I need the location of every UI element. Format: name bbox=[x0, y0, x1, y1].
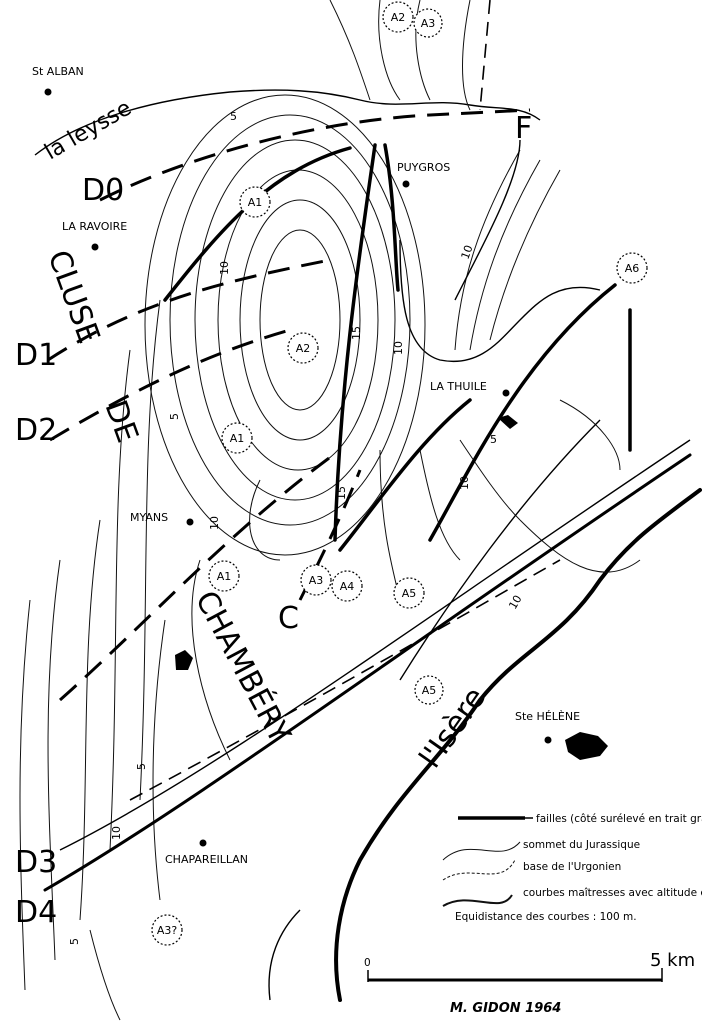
svg-text:5 km: 5 km bbox=[650, 950, 695, 971]
svg-text:5: 5 bbox=[68, 938, 81, 945]
svg-text:A5: A5 bbox=[422, 684, 437, 697]
zone-a6: A6 bbox=[616, 252, 648, 284]
label-de: DE bbox=[97, 396, 144, 447]
zone-a5: A5 bbox=[414, 675, 444, 705]
zone-a1: A1 bbox=[208, 560, 240, 592]
label-d2: D2 bbox=[15, 413, 57, 448]
label-d1: D1 bbox=[15, 338, 57, 373]
svg-text:10: 10 bbox=[392, 341, 405, 355]
svg-text:15: 15 bbox=[335, 486, 348, 500]
label-f: F bbox=[515, 111, 532, 146]
svg-text:A3: A3 bbox=[421, 17, 436, 30]
zone-a1: A1 bbox=[221, 422, 253, 454]
place-la-ravoire: LA RAVOIRE bbox=[62, 220, 127, 233]
svg-text:5: 5 bbox=[230, 110, 237, 123]
legend-jurassic-top: sommet du Jurassique bbox=[523, 839, 640, 851]
label-cluse: CLUSE bbox=[40, 246, 106, 348]
place-chapareillan: CHAPAREILLAN bbox=[165, 853, 248, 866]
label-c: C bbox=[278, 601, 299, 636]
zone-a4: A4 bbox=[331, 570, 363, 602]
svg-text:A1: A1 bbox=[217, 570, 232, 583]
svg-text:5: 5 bbox=[490, 433, 497, 446]
place-myans: MYANS bbox=[130, 511, 168, 524]
svg-text:5: 5 bbox=[135, 763, 148, 770]
svg-text:A5: A5 bbox=[402, 587, 417, 600]
svg-text:A2: A2 bbox=[296, 342, 311, 355]
river-isere bbox=[334, 488, 702, 1002]
zone-a5: A5 bbox=[393, 577, 425, 609]
svg-text:10: 10 bbox=[218, 261, 231, 275]
zone-a3: A3 bbox=[413, 8, 443, 38]
place-la-thuile: LA THUILE bbox=[430, 380, 487, 393]
svg-text:0: 0 bbox=[364, 957, 371, 969]
zone-a3: A3 bbox=[300, 564, 332, 596]
river-leysse bbox=[34, 89, 541, 156]
label-la-leysse: la leysse bbox=[41, 96, 136, 166]
zone-a3q: A3? bbox=[151, 914, 183, 946]
svg-text:A6: A6 bbox=[625, 262, 640, 275]
legend-faults: failles (côté surélevé en trait gras) bbox=[536, 813, 702, 825]
svg-text:A4: A4 bbox=[340, 580, 355, 593]
label-d3: D3 bbox=[15, 845, 57, 880]
svg-text:10: 10 bbox=[459, 243, 476, 261]
legend-master-contours: courbes maîtresses avec altitude en cent… bbox=[523, 887, 702, 899]
svg-text:5: 5 bbox=[168, 413, 181, 420]
svg-text:10: 10 bbox=[506, 593, 524, 612]
legend-urgonian-base: base de l'Urgonien bbox=[523, 861, 621, 873]
place-puygros: PUYGROS bbox=[397, 161, 450, 174]
zone-a1: A1 bbox=[239, 186, 271, 218]
svg-text:10: 10 bbox=[110, 826, 123, 840]
zone-a2: A2 bbox=[382, 1, 414, 33]
zone-a2: A2 bbox=[287, 332, 319, 364]
svg-text:A1: A1 bbox=[248, 196, 263, 209]
river-bank bbox=[268, 909, 301, 1001]
contour-labels: 5 10 15 10 5 10 15 10 5 10 5 10 5 10 bbox=[68, 110, 525, 945]
river-boundary bbox=[399, 239, 601, 363]
svg-text:A3: A3 bbox=[309, 574, 324, 587]
label-d4: D4 bbox=[15, 895, 57, 930]
svg-text:10: 10 bbox=[458, 476, 471, 490]
svg-text:A1: A1 bbox=[230, 432, 245, 445]
legend: failles (côté surélevé en trait gras) so… bbox=[442, 813, 702, 923]
svg-text:A2: A2 bbox=[391, 11, 406, 24]
svg-text:A3?: A3? bbox=[157, 924, 178, 937]
label-d0: D0 bbox=[82, 173, 124, 208]
place-ste-helene: Ste HÉLÈNE bbox=[515, 710, 580, 723]
zone-markers: A1 A2 A3 A2 A1 A1 A3 A4 A5 A6 A5 A3? bbox=[151, 1, 648, 946]
legend-equidistance: Equidistance des courbes : 100 m. bbox=[455, 911, 637, 923]
place-st-alban: St ALBAN bbox=[32, 65, 84, 78]
svg-text:10: 10 bbox=[208, 516, 221, 530]
places: St ALBAN LA RAVOIRE PUYGROS LA THUILE MY… bbox=[32, 65, 608, 866]
scale-bar: 0 5 km bbox=[364, 950, 695, 982]
author-signature: M. GIDON 1964 bbox=[450, 1001, 561, 1016]
svg-text:15: 15 bbox=[350, 326, 363, 340]
